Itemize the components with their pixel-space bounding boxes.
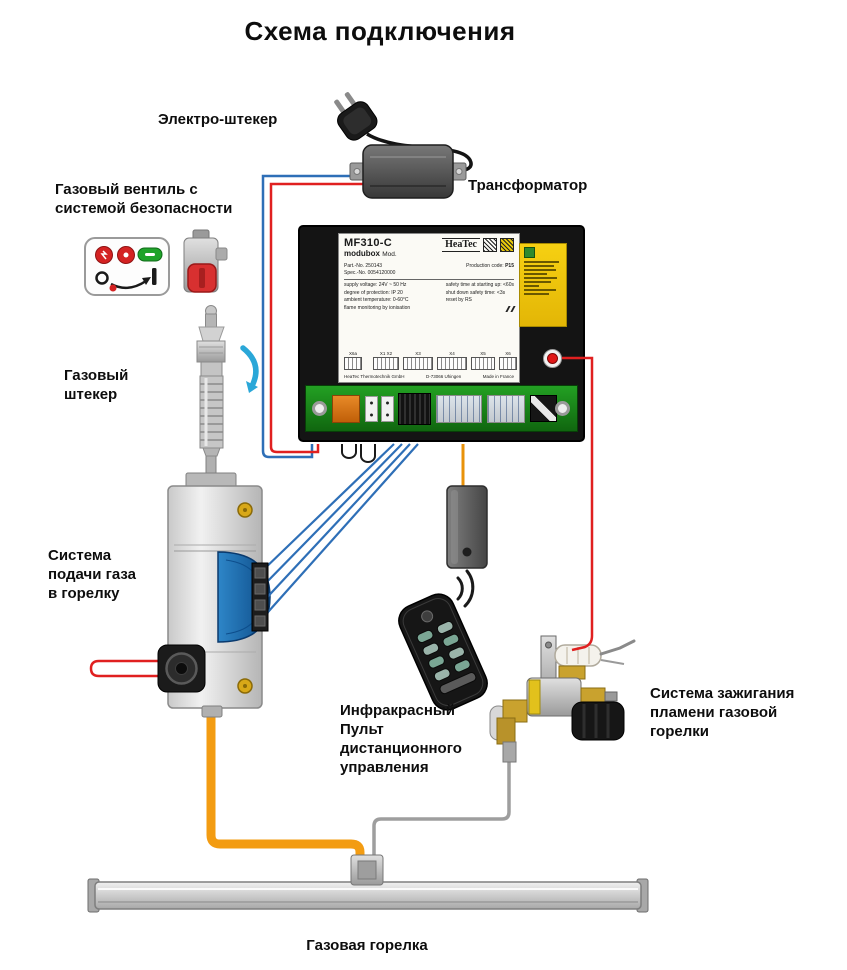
spark-electrode [599, 639, 636, 656]
green-chip-icon [524, 247, 535, 258]
transformer-box [349, 144, 467, 199]
ignition-coil [571, 701, 625, 741]
part-number: Part.-No. 250143 [344, 263, 383, 269]
signal-waves-icon [456, 569, 475, 608]
label-footer: HeaTec Thermotechnik GmbH D-73066 Uhinge… [344, 374, 514, 379]
terminal-diagram: X6a X1 X2 X3 X4 X5 X6 [344, 351, 517, 370]
production-code: Production code: P15 [466, 263, 514, 269]
power-plug-icon [334, 92, 378, 141]
pcb-hole-right [555, 401, 570, 416]
receiver-box [446, 485, 488, 569]
terminal-x5: X5 [480, 351, 486, 356]
gas-plug [196, 305, 226, 457]
specs-left: supply voltage: 24V ~ 50 Hz degree of pr… [344, 282, 411, 311]
spec-number: Spec.-No. 0054120000 [344, 269, 396, 276]
reset-dot-icon [547, 353, 558, 364]
label-ignition: Система зажигания пламени газовой горелк… [650, 685, 795, 740]
terminal-strip [487, 395, 525, 423]
terminal-x3: X3 [415, 351, 421, 356]
label-gas-supply: Система подачи газа в горелку [48, 547, 136, 602]
connector-pins-icon [446, 305, 516, 312]
pcb-hole-left [312, 401, 327, 416]
relay-module [381, 396, 394, 422]
striped-component [530, 395, 557, 422]
label-gas-valve: Газовый вентиль с системой безопасности [55, 181, 233, 217]
ignition-assembly [489, 635, 636, 763]
label-gas-plug: Газовый штекер [64, 367, 129, 403]
red-button-icon [95, 246, 113, 264]
gas-hose [206, 700, 365, 862]
terminal-x4: X4 [449, 351, 455, 356]
label-remote: Инфракрасный Пульт дистанционного управл… [340, 702, 462, 776]
hatch-warning-icon [500, 238, 514, 252]
gas-valve-panel [84, 237, 170, 296]
terminal-x1x2: X1 X2 [379, 351, 393, 356]
hatch-icon [483, 238, 497, 252]
warning-label [519, 243, 567, 327]
control-unit: MF310-C modubox Mod. HeaTec Part.-No. 25… [298, 225, 585, 442]
label-burner: Газовая горелка [306, 937, 428, 954]
specs-right: safety time at starting up: <60s shut do… [446, 282, 516, 313]
rotation-arrow-icon [240, 345, 259, 393]
orange-terminal-block [332, 395, 360, 423]
control-unit-label: MF310-C modubox Mod. HeaTec Part.-No. 25… [338, 233, 520, 383]
terminal-strip [436, 395, 482, 423]
fan-terminal-block [251, 562, 269, 632]
jumper-wires [341, 444, 376, 463]
burner-connector [350, 854, 384, 886]
brand-logo: HeaTec [442, 238, 480, 252]
igniter-wire-red [89, 659, 162, 678]
series-text: modubox [344, 249, 380, 258]
control-wires-blue [259, 443, 419, 622]
black-connector [398, 393, 431, 425]
model-text: MF310-C [344, 237, 392, 249]
terminal-pcb [305, 385, 578, 432]
off-symbol-icon [95, 271, 109, 285]
gas-valve [183, 229, 228, 293]
terminal-x6: X6 [505, 351, 511, 356]
label-electro-plug: Электро-штекер [158, 111, 278, 128]
label-transformer: Трансформатор [468, 177, 588, 194]
divider [344, 279, 514, 280]
ignition-ground-wire [372, 756, 511, 858]
relay-module [365, 396, 378, 422]
remote-control [398, 593, 488, 711]
page-title: Схема подключения [244, 16, 516, 46]
transformer-wires [261, 174, 364, 459]
igniter-knob [157, 644, 206, 693]
mod-text: Mod. [382, 251, 397, 258]
reset-button [543, 349, 562, 368]
terminal-x6a: X6a [348, 351, 357, 356]
on-symbol-icon [152, 268, 157, 285]
